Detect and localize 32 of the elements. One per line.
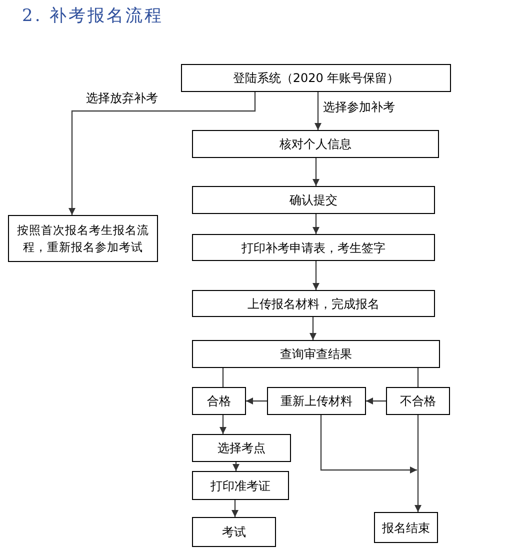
process-box: 重新上传材料 [267, 387, 366, 415]
process-box: 确认提交 [192, 186, 435, 214]
process-box: 报名结束 [374, 512, 438, 543]
arrow [232, 500, 238, 517]
arrow [314, 92, 322, 130]
connector-line [417, 368, 419, 387]
process-box: 打印补考申请表，考生签字 [192, 234, 435, 261]
process-box: 打印准考证 [192, 471, 289, 500]
process-box: 选择考点 [192, 434, 291, 462]
arrow [220, 415, 226, 434]
arrow [312, 214, 320, 234]
arrow [310, 317, 316, 340]
edge-label: 选择参加补考 [323, 99, 395, 116]
arrow [246, 398, 267, 404]
arrow [312, 158, 320, 186]
arrow [232, 462, 240, 471]
arrow [68, 92, 256, 215]
arrow [366, 398, 386, 404]
process-box: 上传报名材料，完成报名 [192, 290, 435, 317]
arrow [320, 415, 417, 474]
process-box: 核对个人信息 [192, 130, 439, 158]
heading: 2. 补考报名流程 [22, 5, 164, 27]
process-box: 合格 [192, 387, 246, 415]
process-box: 按照首次报名考生报名流程，重新报名参加考试 [8, 215, 158, 262]
edge-label: 选择放弃补考 [86, 90, 158, 107]
arrow [414, 415, 422, 512]
process-box: 查询审查结果 [192, 340, 440, 368]
connector-line [222, 368, 224, 387]
process-box: 不合格 [386, 387, 450, 415]
process-box: 考试 [192, 517, 276, 547]
process-box: 登陆系统（2020 年账号保留） [181, 64, 451, 92]
arrow [312, 261, 320, 290]
